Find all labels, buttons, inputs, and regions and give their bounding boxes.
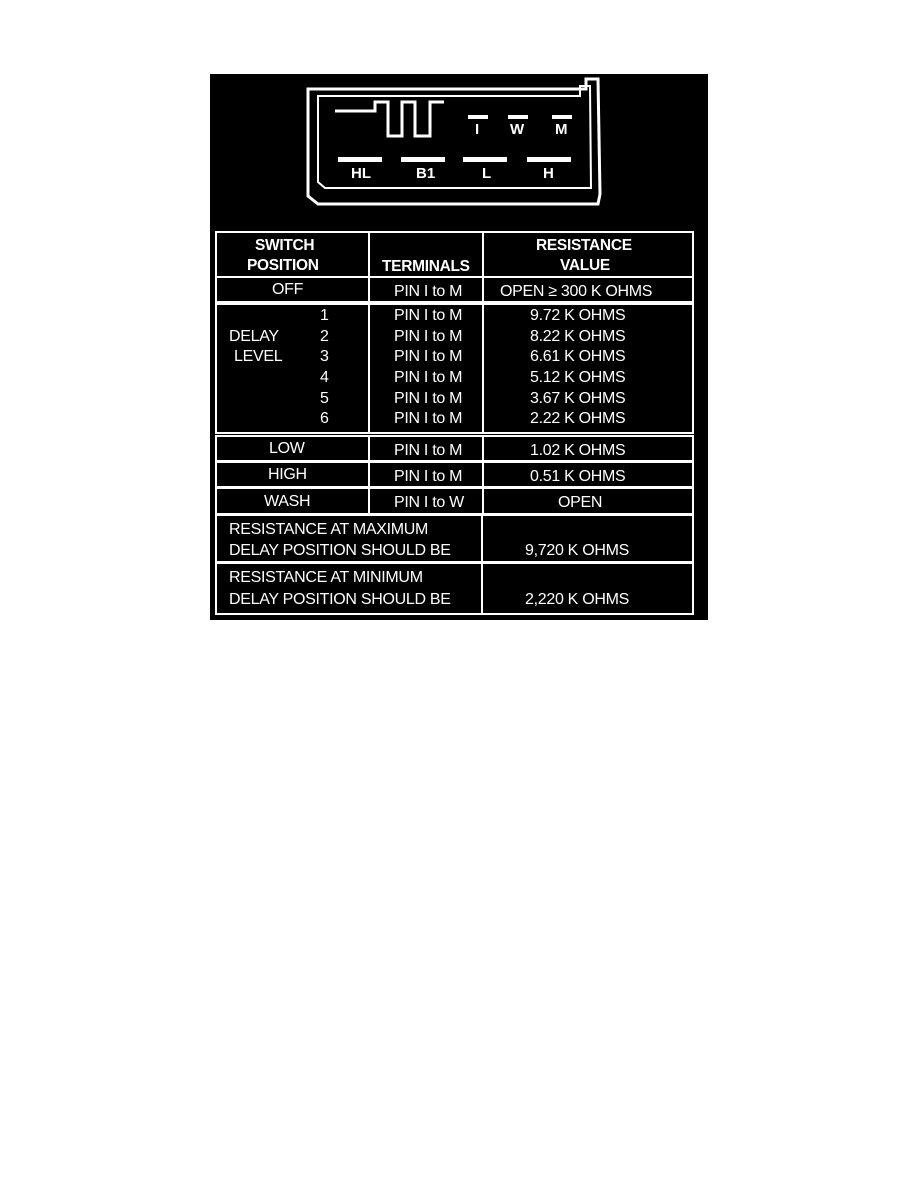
row-high-value: 0.51 K OHMS bbox=[482, 461, 694, 488]
switch-diagram-panel: I W M HL B1 L H SWITCH POSITION TERMINAL… bbox=[210, 74, 708, 620]
header-resistance-value: RESISTANCE VALUE bbox=[482, 231, 694, 278]
row-off-terminals: PIN I to M bbox=[368, 276, 484, 303]
pin-label-i: I bbox=[475, 121, 480, 138]
connector-outline bbox=[306, 77, 602, 206]
delay-level-2: 2 bbox=[320, 328, 329, 345]
delay-level-6: 6 bbox=[320, 410, 329, 427]
pin-label-m: M bbox=[555, 121, 568, 138]
note-min-value: 2,220 K OHMS bbox=[481, 562, 694, 615]
resistance-table: SWITCH POSITION TERMINALS RESISTANCE VAL… bbox=[215, 231, 699, 617]
pin-label-h: H bbox=[543, 165, 554, 182]
row-wash-value: OPEN bbox=[482, 487, 694, 515]
note-max-label: RESISTANCE AT MAXIMUM DELAY POSITION SHO… bbox=[215, 514, 483, 563]
row-low-position: LOW bbox=[215, 435, 370, 462]
row-off-value: OPEN ≥ 300 K OHMS bbox=[482, 276, 694, 303]
delay-level-cell: DELAY LEVEL 1 2 3 4 5 6 bbox=[215, 303, 370, 434]
delay-level-5: 5 bbox=[320, 390, 329, 407]
row-high-terminals: PIN I to M bbox=[368, 461, 484, 488]
delay-level-1: 1 bbox=[320, 307, 329, 324]
pin-label-l: L bbox=[482, 165, 492, 182]
delay-level-3: 3 bbox=[320, 348, 329, 365]
delay-level-4: 4 bbox=[320, 369, 329, 386]
pin-label-hl: HL bbox=[351, 165, 371, 182]
pin-label-b1: B1 bbox=[416, 165, 436, 182]
note-min-label: RESISTANCE AT MINIMUM DELAY POSITION SHO… bbox=[215, 562, 483, 615]
row-high-position: HIGH bbox=[215, 461, 370, 488]
row-wash-position: WASH bbox=[215, 487, 370, 515]
row-low-terminals: PIN I to M bbox=[368, 435, 484, 462]
row-wash-terminals: PIN I to W bbox=[368, 487, 484, 515]
row-off-position: OFF bbox=[215, 276, 370, 303]
header-terminals: TERMINALS bbox=[368, 231, 484, 278]
delay-values-cell: 9.72 K OHMS 8.22 K OHMS 6.61 K OHMS 5.12… bbox=[482, 303, 694, 434]
delay-label: DELAY bbox=[229, 328, 279, 345]
header-switch-position: SWITCH POSITION bbox=[215, 231, 370, 278]
row-low-value: 1.02 K OHMS bbox=[482, 435, 694, 462]
note-max-value: 9,720 K OHMS bbox=[481, 514, 694, 563]
delay-terminals-cell: PIN I to M PIN I to M PIN I to M PIN I t… bbox=[368, 303, 484, 434]
pin-label-w: W bbox=[510, 121, 525, 138]
level-label: LEVEL bbox=[234, 348, 283, 365]
